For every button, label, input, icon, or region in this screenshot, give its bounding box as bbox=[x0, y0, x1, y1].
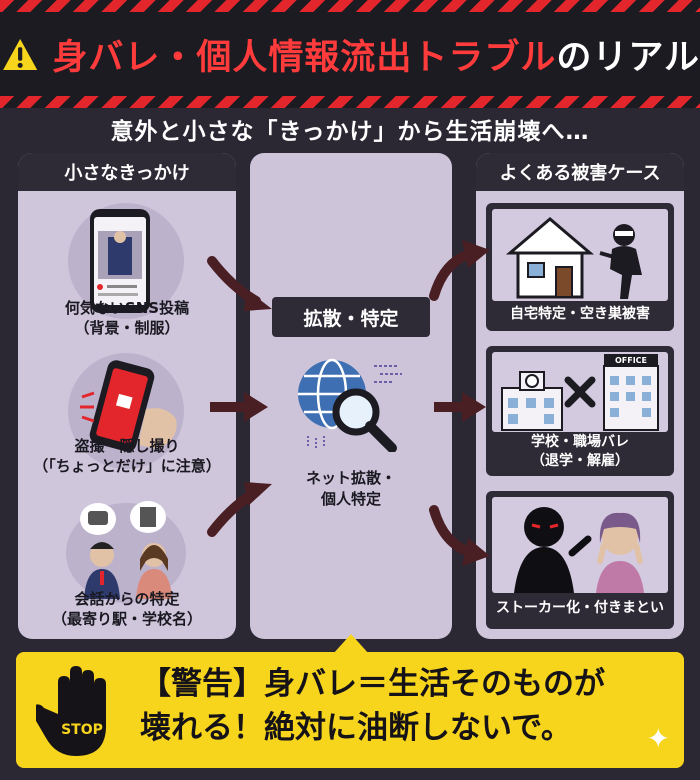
hazard-stripes-bottom bbox=[0, 96, 700, 108]
spread-caption: ネット拡散・ 個人特定 bbox=[250, 468, 452, 510]
sparkle-icon: ✦ bbox=[646, 722, 670, 755]
office-sign: OFFICE bbox=[615, 356, 647, 365]
arrow-talk-to-spread bbox=[207, 482, 272, 537]
warning-notch bbox=[333, 634, 369, 654]
case-stalker-scene bbox=[492, 497, 668, 593]
school-office-icon: OFFICE bbox=[501, 354, 659, 431]
stalker-icon bbox=[514, 507, 644, 593]
warning-triangle-icon bbox=[0, 35, 41, 72]
spread-heading: 拡散・特定 bbox=[272, 297, 430, 337]
arrow-spread-to-stalker bbox=[429, 505, 490, 566]
case-burglary-line1: 自宅特定・空き巣被害 bbox=[510, 306, 650, 322]
arrow-sns-to-spread bbox=[207, 256, 272, 311]
stop-label: STOP bbox=[61, 722, 103, 738]
train-icon bbox=[88, 511, 108, 525]
hazard-stripes-top bbox=[0, 0, 700, 12]
warning-text: 【警告】身バレ＝生活そのものが 壊れる！絶対に油断しないで。 bbox=[140, 662, 670, 750]
page-title: 身バレ・個人情報流出トラブルのリアル bbox=[52, 29, 700, 80]
trigger-talk-caption: 会話からの特定 （最寄り駅・学校名） bbox=[18, 589, 236, 629]
warning-line1: 【警告】身バレ＝生活そのものが bbox=[140, 666, 605, 702]
case-stalker-label: ストーカー化・付きまとい bbox=[486, 587, 674, 629]
trigger-talk-line1: 会話からの特定 bbox=[74, 590, 180, 608]
case-school-label: 学校・職場バレ （退学・解雇） bbox=[486, 433, 674, 471]
title-red: 身バレ・個人情報流出トラブル bbox=[52, 37, 557, 78]
stop-hand-icon: STOP bbox=[36, 666, 106, 756]
triggers-panel: 小さなきっかけ 何気ないSNS投稿 （背景・制服） 盗撮・隠し撮り （「ちょっと… bbox=[18, 153, 236, 639]
spread-line1: ネット拡散・ bbox=[305, 469, 396, 487]
building-icon bbox=[140, 507, 156, 527]
case-stalker: ストーカー化・付きまとい bbox=[486, 491, 674, 629]
spread-line2: 個人特定 bbox=[320, 490, 381, 508]
globe-magnifier-icon bbox=[298, 358, 402, 452]
case-school-line1: 学校・職場バレ bbox=[531, 434, 629, 450]
burglar-house-icon bbox=[505, 217, 642, 299]
trigger-camera-line2: （「ちょっとだけ」に注意） bbox=[33, 457, 221, 475]
case-school-work: OFFICE 学校・職場バレ （退学・解雇） bbox=[486, 346, 674, 476]
warning-banner bbox=[16, 652, 684, 768]
header: 身バレ・個人情報流出トラブルのリアル bbox=[0, 12, 700, 96]
arrow-spread-to-school bbox=[434, 392, 486, 422]
arrow-spread-to-burglary bbox=[429, 240, 490, 301]
case-stalker-line1: ストーカー化・付きまとい bbox=[496, 600, 664, 616]
case-school-scene: OFFICE bbox=[492, 352, 668, 432]
trigger-talk-line2: （最寄り駅・学校名） bbox=[51, 610, 202, 628]
cases-heading: よくある被害ケース bbox=[476, 153, 684, 191]
case-burglary: 自宅特定・空き巣被害 bbox=[486, 203, 674, 331]
conversation-icon bbox=[80, 501, 172, 599]
title-white: のリアル bbox=[556, 37, 700, 78]
triggers-heading: 小さなきっかけ bbox=[18, 153, 236, 191]
trigger-sns-caption: 何気ないSNS投稿 （背景・制服） bbox=[18, 298, 236, 338]
trigger-camera-caption: 盗撮・隠し撮り （「ちょっとだけ」に注意） bbox=[18, 436, 236, 476]
case-burglary-scene bbox=[492, 209, 668, 301]
trigger-camera-line1: 盗撮・隠し撮り bbox=[74, 437, 180, 455]
arrow-camera-to-spread bbox=[210, 392, 268, 422]
hidden-camera-phone-icon bbox=[80, 360, 177, 452]
subtitle: 意外と小さな「きっかけ」から生活崩壊へ… bbox=[110, 119, 590, 145]
smartphone-sns-icon bbox=[90, 209, 150, 313]
warning-line2: 壊れる！絶対に油断しないで。 bbox=[140, 710, 572, 746]
trigger-sns-line2: （背景・制服） bbox=[74, 319, 180, 337]
case-school-line2: （退学・解雇） bbox=[531, 453, 629, 469]
trigger-sns-line1: 何気ないSNS投稿 bbox=[64, 299, 190, 317]
case-burglary-label: 自宅特定・空き巣被害 bbox=[486, 297, 674, 331]
